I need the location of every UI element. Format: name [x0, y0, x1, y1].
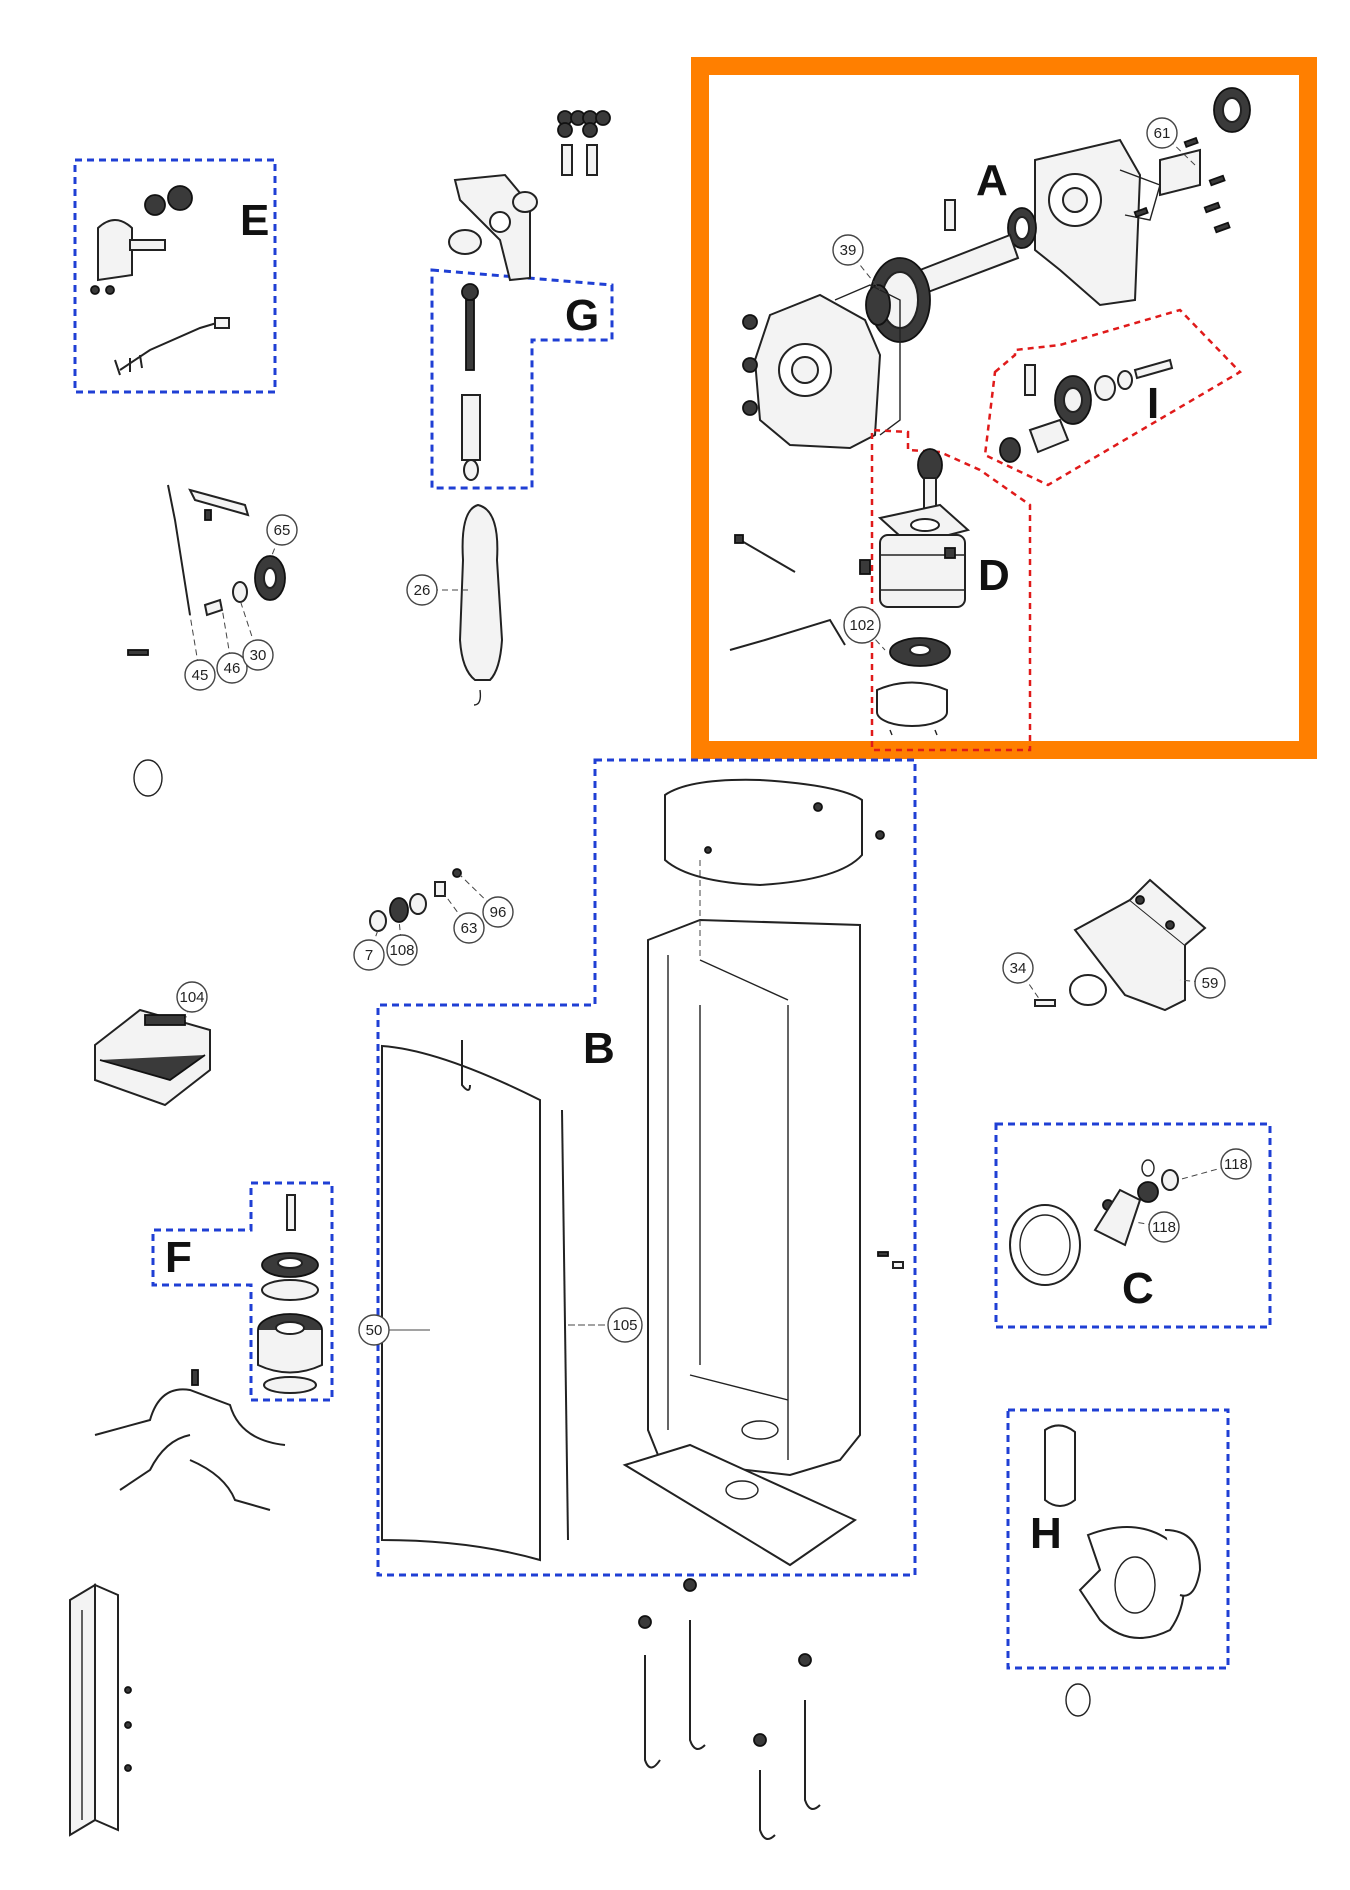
- callout-label-c65: 65: [274, 522, 291, 539]
- callout-label-c30: 30: [250, 647, 267, 664]
- group-d-outline: [870, 428, 1032, 752]
- section-label-h: H: [1030, 1509, 1062, 1558]
- group-g-outline: [430, 268, 614, 490]
- section-label-f: F: [165, 1233, 192, 1282]
- callout-circle-c7: [353, 939, 385, 971]
- group-e-outline: [73, 158, 277, 394]
- callout-circle-c96: [482, 896, 514, 928]
- section-label-a: A: [976, 156, 1008, 205]
- section-label-c: C: [1122, 1264, 1154, 1313]
- callout-label-c118a: 118: [1224, 1156, 1248, 1173]
- callout-group: 61 39 102 65 26 45 46 30 96 63 7 108 104 34 59 118 118 50…: [176, 117, 1252, 1346]
- callout-label-c96: 96: [490, 904, 507, 921]
- group-b-outline: [376, 758, 917, 1577]
- callout-circle-c63: [453, 912, 485, 944]
- callout-leader-c34: [1017, 967, 1041, 1001]
- callout-circle-c61: [1146, 117, 1178, 149]
- callout-circle-c26: [406, 574, 438, 606]
- callout-label-c46: 46: [224, 660, 241, 677]
- column-profile: [69, 1583, 132, 1837]
- section-label-g: G: [565, 291, 599, 340]
- section-label-b: B: [583, 1024, 615, 1073]
- callout-label-c7: 7: [365, 947, 373, 964]
- callout-circle-c50: [358, 1314, 390, 1346]
- callout-circle-c65: [266, 514, 298, 546]
- anchor-bolts: [638, 1578, 821, 1840]
- callout-circle-c59: [1194, 967, 1226, 999]
- section-label-e: E: [240, 196, 269, 245]
- callout-leader-c96: [459, 874, 499, 913]
- group-a-gearbox: [742, 87, 1251, 450]
- section-label-d: D: [978, 551, 1010, 600]
- callout-leader-c39: [847, 249, 881, 291]
- group-f-parts: [257, 1194, 323, 1394]
- group-i-outline: [983, 308, 1243, 487]
- callout-circle-c118a: [1220, 1148, 1252, 1180]
- group-i-parts: [999, 358, 1174, 463]
- group-c-outline: [994, 1122, 1272, 1329]
- small-parts-7-96: [369, 868, 462, 932]
- callout-label-c105: 105: [612, 1317, 637, 1334]
- callout-label-c39: 39: [840, 242, 857, 259]
- group-g-parts: [448, 110, 611, 706]
- bracket-34-59: [1034, 878, 1207, 1012]
- callout-label-c104: 104: [179, 989, 204, 1006]
- group-h-outline: [1006, 1408, 1230, 1670]
- callout-circle-c118b: [1148, 1211, 1180, 1243]
- group-e-parts: [90, 185, 230, 376]
- group-h-parts: [1044, 1424, 1202, 1639]
- callout-circle-c46: [216, 652, 248, 684]
- group-d-motor: [859, 448, 971, 736]
- callout-label-c63: 63: [461, 920, 478, 937]
- small-parts-45-65: [127, 484, 286, 656]
- pins-right-of-b: [877, 1251, 904, 1269]
- callout-circle-c45: [184, 659, 216, 691]
- control-board: [94, 1008, 211, 1107]
- callout-leader-c63: [444, 894, 470, 929]
- callout-label-c34: 34: [1010, 960, 1027, 977]
- callout-label-c118b: 118: [1152, 1219, 1176, 1236]
- callout-label-c50: 50: [366, 1322, 383, 1339]
- o-ring-bottom-right: [1065, 1683, 1091, 1717]
- callout-circle-c108: [386, 934, 418, 966]
- callout-label-c59: 59: [1202, 975, 1219, 992]
- callout-leader-c61: [1161, 132, 1196, 166]
- callout-circle-c39: [832, 234, 864, 266]
- callout-label-c61: 61: [1154, 125, 1171, 142]
- callout-circle-c34: [1002, 952, 1034, 984]
- rod-parts: [729, 534, 846, 651]
- callout-label-c102: 102: [849, 617, 874, 634]
- group-c-parts: [1009, 1159, 1179, 1286]
- section-label-i: I: [1147, 379, 1159, 428]
- callout-circle-c102: [843, 606, 881, 644]
- group-b-cabinet: [381, 778, 885, 1567]
- callout-label-c108: 108: [389, 942, 414, 959]
- highlight-box: [691, 57, 1317, 759]
- callout-circle-c105: [607, 1307, 643, 1343]
- group-f-outline: [151, 1181, 334, 1402]
- cable-parts: [94, 1369, 286, 1511]
- o-ring-left: [133, 759, 163, 797]
- callout-label-c45: 45: [192, 667, 209, 684]
- callout-circle-c30: [242, 639, 274, 671]
- callout-circle-c104: [176, 981, 208, 1013]
- callout-label-c26: 26: [414, 582, 431, 599]
